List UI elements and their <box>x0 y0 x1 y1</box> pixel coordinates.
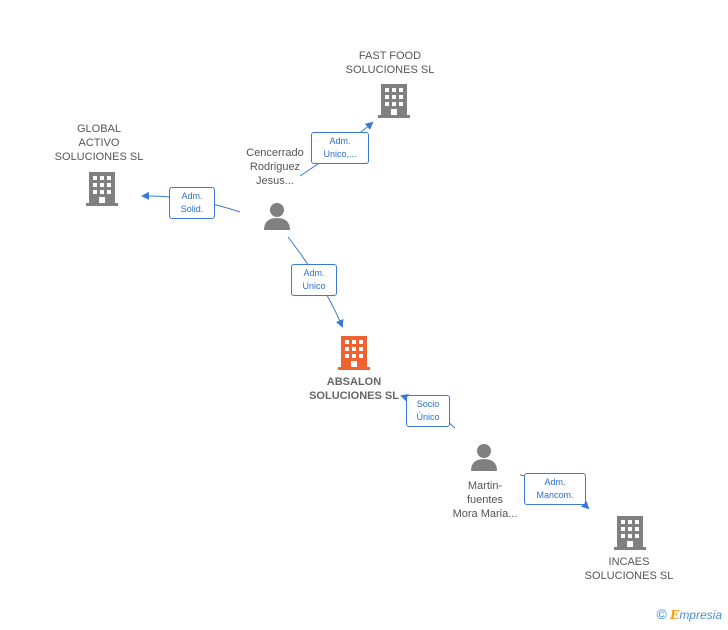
node-incaes-label[interactable]: INCAES SOLUCIONES SL <box>584 556 674 582</box>
building-icon[interactable] <box>338 336 370 370</box>
edge-label-adm-unico-absalon[interactable]: Adm. Unico <box>291 264 337 296</box>
building-icon[interactable] <box>378 84 410 118</box>
edge-label-adm-unico-fast-food[interactable]: Adm. Unico,... <box>311 132 369 164</box>
building-icon[interactable] <box>86 172 118 206</box>
edge-label-adm-mancom[interactable]: Adm. Mancom. <box>524 473 586 505</box>
node-martin-label[interactable]: Martin- fuentes Mora Maria... <box>452 480 518 520</box>
empresia-logo[interactable]: © Empresia <box>656 606 722 622</box>
node-global-activo-label[interactable]: GLOBAL ACTIVO SOLUCIONES SL <box>54 123 144 163</box>
person-icon[interactable] <box>263 202 291 230</box>
edge-label-adm-solid[interactable]: Adm. Solid. <box>169 187 215 219</box>
node-fast-food-label[interactable]: FAST FOOD SOLUCIONES SL <box>345 50 435 76</box>
edge-label-socio-unico[interactable]: Socio Único <box>406 395 450 427</box>
copyright-icon: © <box>656 606 667 622</box>
building-icon[interactable] <box>614 516 646 550</box>
node-absalon-label[interactable]: ABSALON SOLUCIONES SL <box>309 376 399 402</box>
person-icon[interactable] <box>470 443 498 471</box>
node-cencerrado-label[interactable]: Cencerrado Rodriguez Jesus... <box>246 147 304 187</box>
